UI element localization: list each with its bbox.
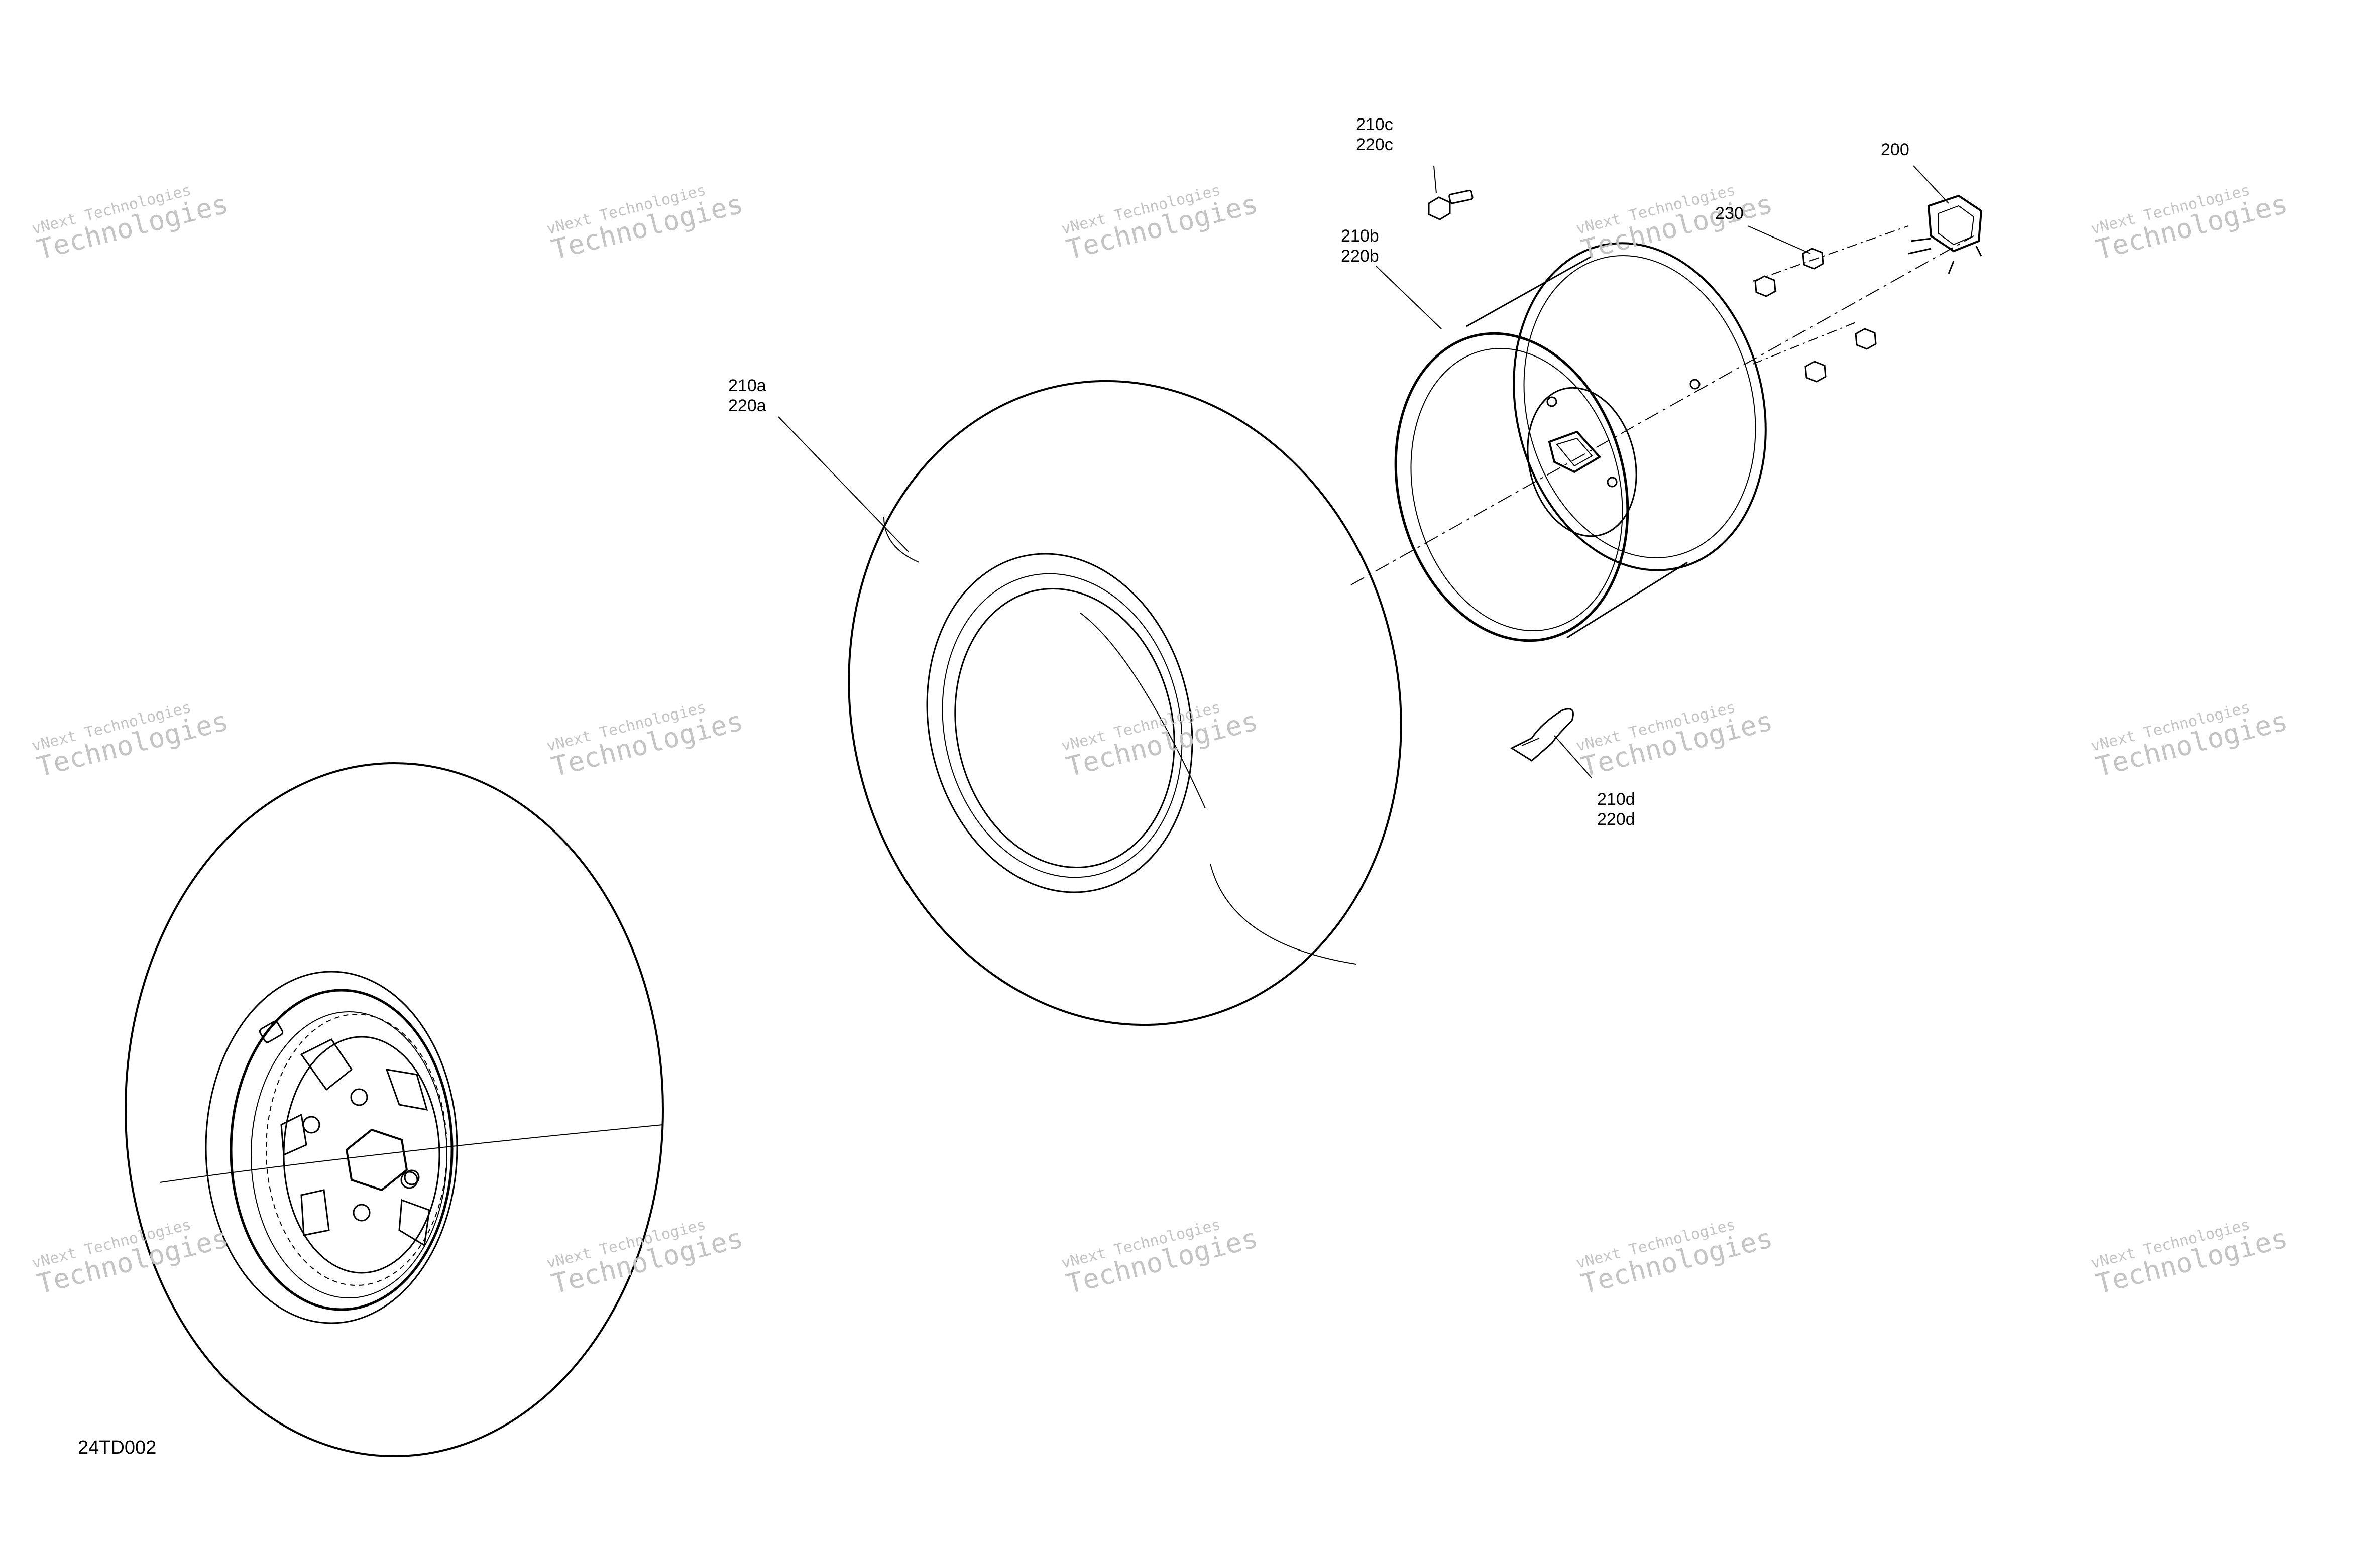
rim-center-bore-inner: [1556, 437, 1593, 467]
assembled-spoke-cutout: [300, 1038, 353, 1091]
tire-seam-upper: [883, 517, 920, 563]
exploded-rim: [1394, 242, 1767, 642]
tire-outer: [848, 380, 1402, 1026]
lug-nut: [1754, 275, 1776, 297]
rim-barrel-bottom: [1566, 561, 1688, 639]
assembled-spoke-cutout: [385, 1069, 428, 1111]
assembled-valve-stem: [259, 1020, 284, 1043]
callout-210b: 210b 220b: [1341, 226, 1379, 266]
assembled-lug-nut: [400, 1171, 418, 1189]
assembled-rim-dashed: [266, 1014, 447, 1286]
assembled-spoke-cutout: [300, 1189, 330, 1236]
center-cap: [1908, 194, 1983, 274]
rim-front-flange: [1394, 332, 1629, 642]
callout-210d: 210d 220d: [1597, 790, 1635, 829]
rim-stud-hole: [1607, 477, 1618, 488]
assembled-tire-bead: [205, 971, 458, 1324]
tire-bead-1: [942, 573, 1183, 878]
rim-barrel-top: [1466, 255, 1593, 327]
leader-210a: [778, 416, 910, 553]
leader-230: [1747, 225, 1811, 254]
rim-valve-hole: [1689, 379, 1701, 390]
lug-nut: [1804, 361, 1827, 383]
callout-210c: 210c 220c: [1356, 115, 1393, 154]
leader-210c: [1433, 165, 1437, 194]
callout-210a: 210a 220a: [728, 376, 766, 415]
assembled-center-bolt: [404, 1169, 420, 1185]
stud-axis-line: [1752, 321, 1859, 365]
leader-210b: [1376, 266, 1442, 329]
rim-hub-plate: [1527, 387, 1637, 537]
tire-bead-2: [954, 587, 1175, 869]
lug-nut: [1855, 328, 1877, 350]
assembled-spoke-cutout: [280, 1113, 307, 1156]
lug-nut: [1802, 248, 1824, 270]
assembled-tire-outer: [125, 762, 664, 1457]
assembled-lug-nut: [353, 1204, 371, 1222]
assembled-wheel: [125, 762, 664, 1457]
rim-center-bore: [1548, 430, 1602, 473]
leader-200: [1913, 165, 1949, 204]
rim-front-flange-inner: [1410, 348, 1623, 631]
callout-230: 230: [1715, 204, 1744, 223]
tire-seam-lower: [1210, 863, 1356, 965]
rim-back-flange: [1513, 242, 1767, 571]
assembled-center-cap: [345, 1128, 408, 1192]
assembled-tire-seam: [159, 1124, 663, 1183]
assembled-rim-outer: [230, 989, 454, 1311]
leader-210d: [1554, 735, 1593, 779]
callout-200: 200: [1881, 140, 1909, 159]
assembled-lug-nut: [350, 1088, 368, 1106]
exploded-tire: [848, 380, 1402, 1026]
tire-inner-edge: [1079, 612, 1206, 809]
lug-nut-set: [1754, 248, 1877, 383]
tire-sidewall: [926, 553, 1193, 893]
stud-axis-line-2: [1752, 225, 1909, 282]
assembly-axis-line: [1350, 235, 1974, 585]
assembled-hub-plate: [283, 1036, 440, 1274]
drawing-code: 24TD002: [78, 1437, 157, 1458]
balance-weight: [1510, 708, 1574, 762]
assembled-rim-inner: [251, 1011, 447, 1298]
valve-bolt: [1428, 189, 1474, 220]
rim-back-flange-inner: [1523, 255, 1756, 558]
assembled-spoke-cutout: [398, 1199, 430, 1247]
rim-stud-hole: [1546, 396, 1557, 407]
assembled-lug-nut: [302, 1116, 320, 1134]
